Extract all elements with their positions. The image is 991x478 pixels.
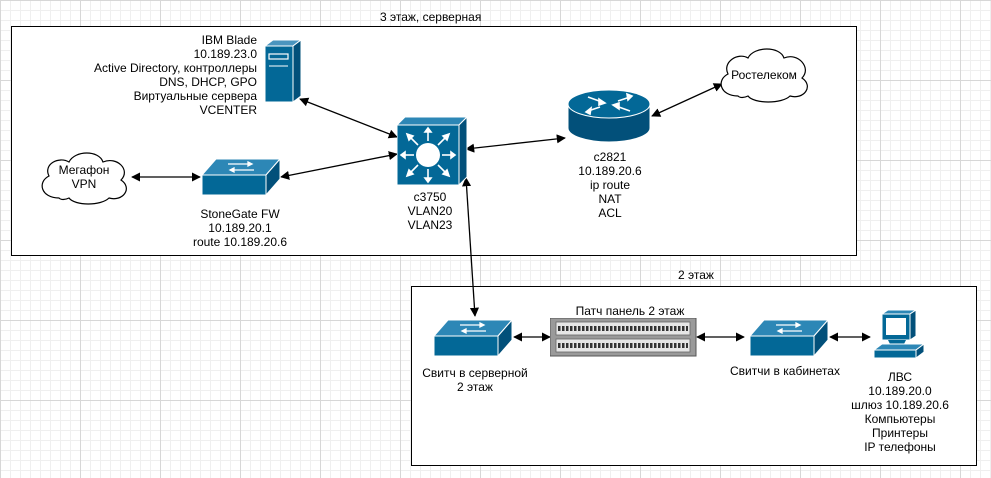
c2821-line-5: ACL <box>598 206 622 220</box>
switch-icon <box>748 318 830 358</box>
firewall-switch-icon <box>200 157 282 197</box>
link-ibm-c3750 <box>299 97 398 139</box>
megafon-label: Мегафон VPN <box>35 163 133 191</box>
server-switch-line-1: Свитч в серверной <box>422 366 528 380</box>
l3-switch-icon <box>397 117 468 185</box>
lan-line-3: шлюз 10.189.20.6 <box>851 398 949 412</box>
ibm-blade-line-3: Active Directory, контроллеры <box>93 61 257 75</box>
office-switches-label: Свитчи в кабинетах <box>720 364 850 378</box>
stonegate-label: StoneGate FW 10.189.20.1 route 10.189.20… <box>180 207 300 249</box>
stonegate-line-1: StoneGate FW <box>200 207 280 221</box>
rostelecom-label: Ростелеком <box>714 68 814 82</box>
office-switches-line-1: Свитчи в кабинетах <box>730 364 840 378</box>
ibm-blade-line-2: 10.189.23.0 <box>193 47 257 61</box>
lan-line-6: IP телефоны <box>864 440 936 454</box>
lan-line-2: 10.189.20.0 <box>868 384 932 398</box>
cloud-icon <box>720 48 808 103</box>
c2821-line-3: ip route <box>589 178 631 192</box>
lan-line-4: Компьютеры <box>864 412 936 426</box>
megafon-line-1: Мегафон <box>58 163 110 177</box>
switch-icon <box>432 318 514 358</box>
c3750-label: c3750 VLAN20 VLAN23 <box>390 190 470 232</box>
stonegate-line-3: route 10.189.20.6 <box>192 235 288 249</box>
router-icon <box>567 89 651 143</box>
ibm-blade-line-5: Виртуальные сервера <box>133 89 257 103</box>
link-c2821-rostelecom <box>651 83 723 117</box>
cloud-icon <box>41 152 127 205</box>
c3750-line-1: c3750 <box>413 190 447 204</box>
link-c3750-serverswitch <box>461 177 480 317</box>
patch-panel-icon <box>550 318 697 357</box>
server-switch-label: Свитч в серверной 2 этаж <box>410 366 540 394</box>
patch-panel-label: Патч панель 2 этаж <box>555 304 705 318</box>
ibm-blade-line-6: VCENTER <box>199 103 257 117</box>
server-icon <box>265 40 302 102</box>
megafon-line-2: VPN <box>71 177 97 191</box>
lan-line-1: ЛВС <box>887 370 913 384</box>
link-c3750-c2821 <box>465 134 566 153</box>
lan-line-5: Принтеры <box>872 426 928 440</box>
c3750-line-2: VLAN20 <box>407 204 453 218</box>
zone-floor2-title: 2 этаж <box>678 268 714 282</box>
c3750-line-3: VLAN23 <box>407 218 453 232</box>
c2821-line-1: c2821 <box>593 150 627 164</box>
ibm-blade-label: IBM Blade 10.189.23.0 Active Directory, … <box>60 33 257 117</box>
c2821-label: c2821 10.189.20.6 ip route NAT ACL <box>565 150 655 220</box>
c2821-line-2: 10.189.20.6 <box>578 164 642 178</box>
patch-panel-line-1: Патч панель 2 этаж <box>575 304 685 318</box>
rostelecom-line-1: Ростелеком <box>731 68 797 82</box>
c2821-line-4: NAT <box>598 192 622 206</box>
server-switch-line-2: 2 этаж <box>457 380 493 394</box>
link-stonegate-c3750 <box>280 151 398 180</box>
ibm-blade-line-4: DNS, DHCP, GPO <box>159 75 257 89</box>
stonegate-line-2: 10.189.20.1 <box>208 221 272 235</box>
workstation-icon <box>872 310 926 359</box>
lan-label: ЛВС 10.189.20.0 шлюз 10.189.20.6 Компьют… <box>830 370 970 454</box>
ibm-blade-line-1: IBM Blade <box>201 33 257 47</box>
zone-floor3-title: 3 этаж, серверная <box>380 10 482 24</box>
